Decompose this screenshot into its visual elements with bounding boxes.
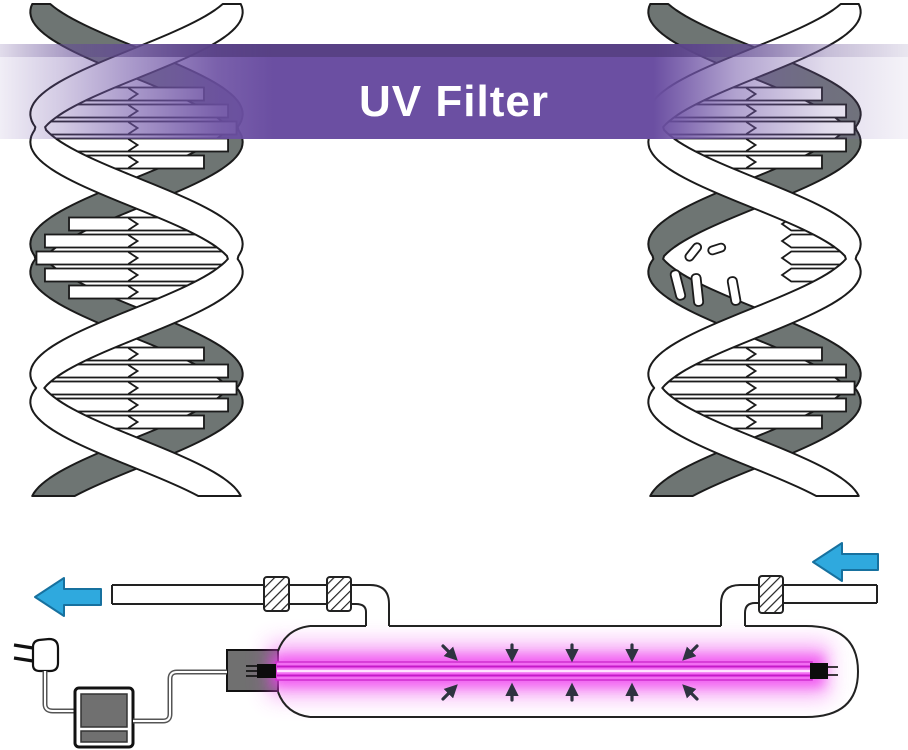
pipe-fitting [326,576,352,612]
base-pair-chevron [127,268,140,282]
base-pair-chevron [127,381,140,395]
broken-base-stub [690,273,705,307]
flow-arrow-down-right [441,644,458,661]
power-cord [42,671,75,714]
inlet-pipe-outline [720,584,878,626]
base-pair-chevron [127,217,140,231]
base-pair-chevron [127,285,140,299]
broken-base-stub [684,242,703,262]
reactor-chamber-outline [277,625,860,718]
uv-lamp-tube [275,661,813,681]
power-plug-icon [13,637,60,673]
base-pair-chevron [745,381,758,395]
flow-arrow-up-right [441,684,458,701]
dna-backbone-front [29,3,244,497]
broken-base-stub [707,242,727,256]
lamp-electrode-right [810,663,838,679]
uv-filter-banner: UV Filter [0,44,908,139]
broken-base-stub [726,276,742,306]
base-pair-chevron [127,251,140,265]
base-pair-chevron [745,398,758,412]
base-pair-chevron [127,234,140,248]
base-pair-chevron [127,138,140,152]
broken-base-stub [669,269,687,301]
ballast-to-lamp-cord [133,669,227,724]
flow-arrow-up-left [682,684,699,701]
base-pair-chevron [745,138,758,152]
base-pair-chevron [745,347,758,361]
ballast-box [73,686,135,749]
banner-label: UV Filter [359,76,549,126]
pipe-fitting [263,576,290,612]
dna-backbone-front [647,3,862,497]
uv-sterilizer-apparatus [13,542,879,749]
outlet-pipe-body [112,585,389,626]
base-pair-chevron [127,415,140,429]
inflow-arrow-icon [812,542,879,582]
pipe-fitting [758,575,784,614]
lamp-electrode-left [246,664,276,678]
base-pair-chevron [745,155,758,169]
base-pair-chevron [127,155,140,169]
banner-top-strip [0,44,908,57]
flow-arrow-down-left [682,644,699,661]
outflow-arrow-icon [34,577,102,617]
base-pair-chevron [127,398,140,412]
base-pair-chevron [745,364,758,378]
uv-flow-arrows [441,643,699,702]
base-pair-chevron [127,347,140,361]
base-pair-chevron [745,415,758,429]
base-pair-chevron [127,364,140,378]
outlet-pipe-outline [111,584,390,626]
